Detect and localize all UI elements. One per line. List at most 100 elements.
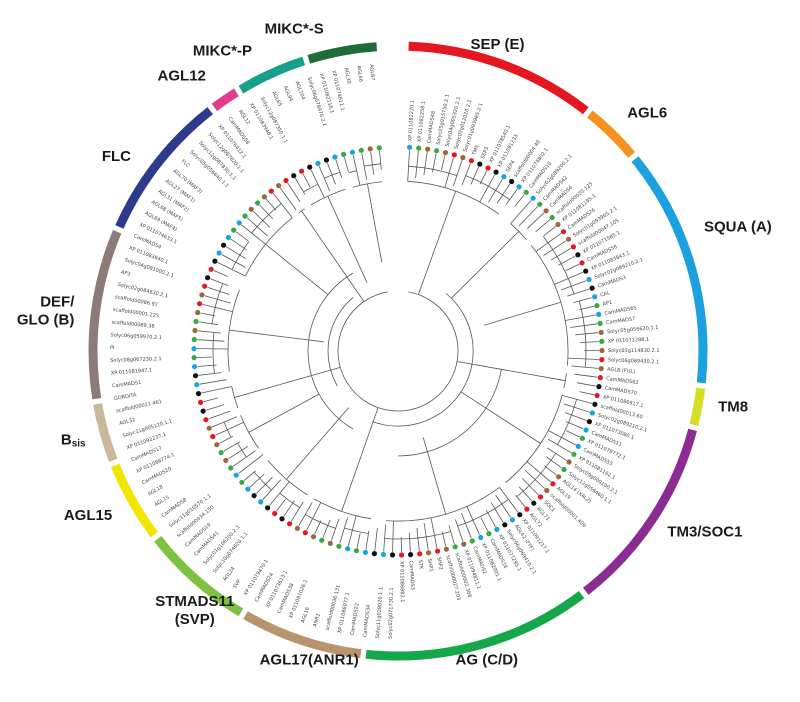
leaf-branch — [545, 456, 562, 469]
clade-arc-agl17 — [243, 611, 362, 659]
leaf-branch — [217, 262, 246, 277]
leaf-label: Solyc05g056620.1.1 — [607, 325, 659, 336]
leaf-branch — [238, 454, 264, 474]
leaf-branch — [415, 150, 419, 178]
clade-arc-squa — [631, 156, 708, 384]
leaf-dot — [200, 408, 206, 414]
leaf-branch — [407, 150, 410, 182]
leaf-dot — [367, 146, 373, 152]
leaf-branch — [298, 502, 313, 526]
leaf-branch — [544, 465, 557, 476]
leaf-label: CamMADS70 — [604, 385, 637, 397]
leaf-dot — [299, 168, 305, 174]
leaf-label: AP1 — [602, 300, 613, 308]
sub-branch — [223, 421, 232, 438]
leaf-dot — [294, 525, 300, 532]
leaf-branch — [567, 357, 599, 360]
clade-branch — [530, 245, 569, 366]
clade-arc-mikcp — [238, 56, 306, 94]
clade-stem — [286, 425, 334, 480]
leaf-dot — [279, 516, 285, 522]
leaf-branch — [383, 524, 386, 552]
leaf-branch — [374, 527, 378, 551]
leaf-branch — [547, 447, 567, 461]
sub-branch — [324, 171, 341, 179]
leaf-branch — [466, 506, 480, 535]
leaf-branch — [213, 270, 228, 277]
clade-stem — [511, 424, 541, 444]
clade-arc-tm3 — [583, 428, 697, 595]
leaf-branch — [208, 410, 231, 420]
clade-label-agl15: AGL15 — [64, 507, 112, 524]
leaf-dot — [426, 550, 432, 556]
leaf-dot — [191, 355, 197, 361]
sub-branch — [408, 165, 458, 176]
leaf-label: CAL — [600, 290, 611, 298]
leaf-dot — [272, 510, 278, 517]
leaf-branch — [249, 473, 265, 488]
sub-branch — [364, 163, 381, 167]
leaf-branch — [259, 204, 274, 220]
clade-label-stmads11: STMADS11(SVP) — [155, 593, 234, 628]
leaf-dot — [571, 451, 577, 457]
leaf-dot — [596, 311, 602, 317]
leaf-branch — [554, 271, 584, 285]
leaf-dot — [589, 410, 596, 416]
leaf-label: AGL8 (FUL) — [607, 367, 635, 375]
leaf-dot — [291, 173, 297, 179]
sub-branch — [231, 241, 250, 270]
clade-arc-defglo — [88, 230, 122, 400]
leaf-dot — [307, 164, 313, 170]
clade-arc-agl6 — [587, 110, 636, 158]
leaf-branch — [444, 157, 454, 188]
leaf-dot — [537, 494, 544, 500]
clade-branch — [298, 208, 305, 214]
sub-branch — [237, 443, 247, 458]
leaf-branch — [243, 470, 256, 481]
leaf-dot — [493, 169, 499, 175]
leaf-dot — [218, 450, 224, 456]
leaf-branch — [392, 520, 394, 552]
leaf-branch — [547, 438, 572, 454]
leaf-branch — [522, 478, 539, 496]
leaf-label: AGL15 — [154, 495, 171, 509]
leaf-dot — [206, 425, 212, 431]
leaf-branch — [276, 498, 286, 512]
leaf-dot — [566, 236, 572, 242]
leaf-branch — [348, 515, 357, 546]
leaf-dot — [531, 500, 537, 506]
leaf-dot — [579, 435, 586, 441]
leaf-branch — [339, 517, 348, 544]
leaf-dot — [327, 540, 333, 547]
leaf-label: CamMADS34 — [362, 604, 372, 637]
leaf-label: SHP2 — [435, 557, 443, 571]
clade-branch — [352, 181, 383, 188]
leaf-branch — [480, 517, 488, 532]
sub-branch — [465, 175, 510, 200]
backbone-branch — [397, 369, 502, 457]
leaf-branch — [479, 174, 496, 203]
leaf-dot — [583, 268, 589, 274]
leaf-branch — [241, 224, 266, 245]
leaf-dot — [408, 552, 414, 558]
leaf-dot — [194, 382, 200, 388]
leaf-label: CamMADS22 — [350, 603, 361, 636]
leaf-branch — [197, 330, 221, 334]
clade-stem — [265, 243, 322, 290]
leaf-branch — [565, 430, 580, 438]
clade-arc-agl12 — [211, 88, 239, 112]
leaf-dot — [380, 551, 386, 558]
deep-branch — [346, 238, 368, 283]
leaf-label: FLC — [180, 159, 191, 170]
leaf-dot — [599, 347, 605, 354]
leaf-branch — [215, 421, 244, 436]
leaf-label: CamMADS3 — [408, 560, 416, 590]
leaf-dot — [202, 283, 208, 289]
leaf-dot — [208, 266, 214, 272]
leaf-dot — [597, 375, 603, 381]
leaf-dot — [283, 177, 289, 184]
leaf-branch — [327, 162, 336, 185]
leaf-dot — [443, 546, 449, 552]
leaf-branch — [496, 183, 511, 204]
leaf-dot — [486, 531, 492, 537]
